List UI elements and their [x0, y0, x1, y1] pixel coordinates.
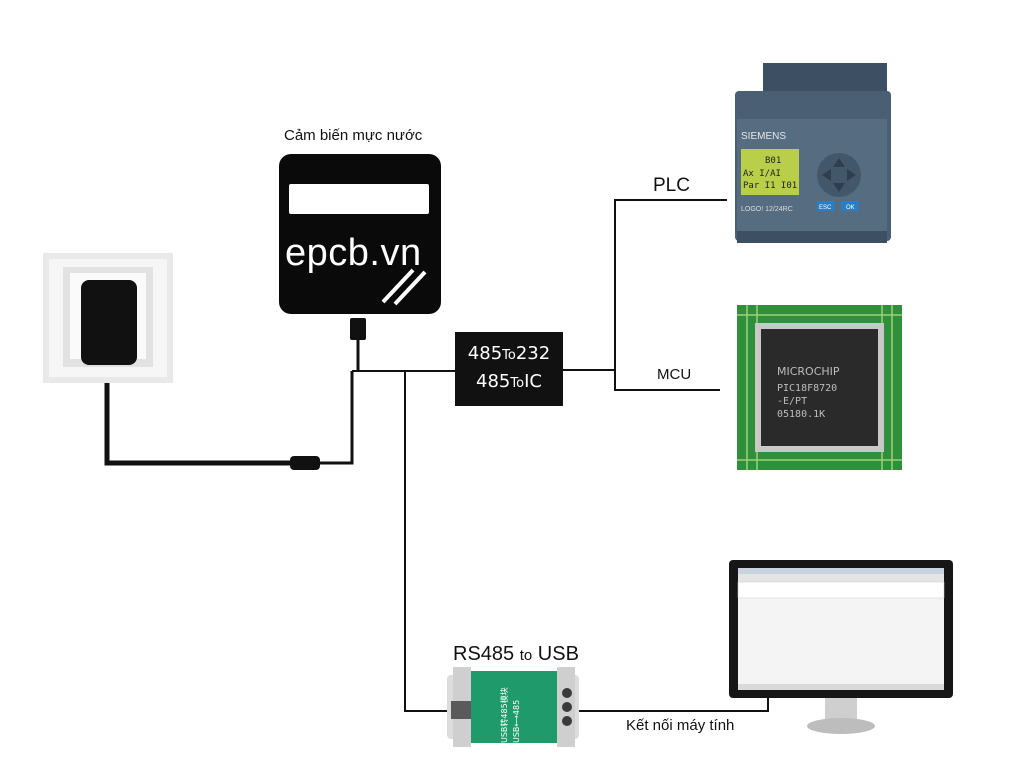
computer-monitor-image — [729, 560, 953, 734]
chip-brand-text: MICROCHIP — [777, 365, 840, 378]
usb-module-label: RS485 to USB — [453, 643, 579, 665]
svg-text:PIC18F8720: PIC18F8720 — [777, 383, 837, 394]
svg-text:OK: OK — [846, 205, 855, 211]
converter-line-232: 485To232 — [467, 343, 551, 364]
sensor-cable-gland — [350, 318, 366, 340]
cable-connector — [290, 456, 320, 470]
siemens-plc-image: SIEMENS B01 Ax I/AI Par I1 I01 LOGO! 12/… — [735, 63, 891, 243]
sensor-display-window — [289, 184, 429, 214]
socket-cable — [104, 370, 292, 466]
mcu-label: MCU — [657, 366, 692, 383]
microchip-mcu-image: MICROCHIP PIC18F8720 -E/PT 05180.1K — [737, 305, 902, 470]
svg-text:ESC: ESC — [819, 205, 832, 211]
wall-socket-image — [43, 253, 173, 383]
svg-text:LOGO! 12/24RC: LOGO! 12/24RC — [741, 206, 793, 213]
svg-text:-E/PT: -E/PT — [777, 396, 807, 407]
svg-text:Par I1 I01: Par I1 I01 — [743, 181, 797, 191]
svg-text:05180.1K: 05180.1K — [777, 409, 825, 420]
sensor-brand-text: epcb.vn — [285, 232, 422, 274]
svg-text:USB转485模块: USB转485模块 — [499, 687, 509, 743]
rs485-usb-module-image: USB转485模块 USB⟷485 — [447, 667, 579, 747]
svg-text:USB⟷485: USB⟷485 — [512, 700, 521, 743]
converter-box: 485To232 485ToIC — [455, 332, 563, 406]
water-level-sensor: epcb.vn — [279, 154, 441, 314]
svg-text:Ax I/AI: Ax I/AI — [743, 169, 781, 179]
plc-line — [614, 199, 727, 370]
svg-text:B01: B01 — [765, 156, 781, 166]
sensor-title: Cảm biến mực nước — [284, 127, 423, 144]
cable-to-bus — [320, 371, 354, 465]
plc-label: PLC — [653, 175, 690, 196]
computer-line — [578, 693, 769, 712]
plc-brand-text: SIEMENS — [741, 131, 786, 142]
computer-label: Kết nối máy tính — [626, 717, 735, 734]
sensor-stripes — [381, 268, 427, 306]
usb-branch — [404, 371, 450, 712]
converter-line-ic: 485ToIC — [476, 371, 542, 392]
mcu-line — [614, 370, 720, 391]
